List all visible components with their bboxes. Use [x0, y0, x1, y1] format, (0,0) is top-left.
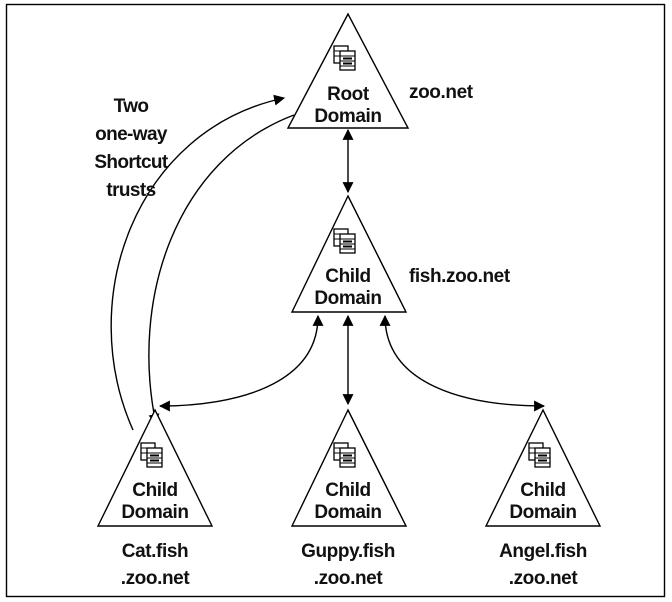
annotation-line: trusts: [106, 180, 155, 201]
node-fish-domain: Child Domain fish.zoo.net: [290, 194, 511, 313]
node-guppy-domain: Child Domain Guppy.fish .zoo.net: [290, 408, 408, 589]
domain-name: .zoo.net: [509, 568, 579, 589]
annotation-line: Shortcut: [94, 152, 169, 173]
node-label: Child: [132, 480, 178, 501]
annotation-shortcut-trusts: Two one-way Shortcut trusts: [94, 96, 169, 201]
domain-name: Cat.fish: [122, 541, 188, 562]
shortcut-trust-cat-to-root: [110, 94, 286, 431]
domain-name: zoo.net: [409, 82, 474, 103]
edge-fish-cat: [158, 314, 324, 412]
shortcut-trust-root-to-cat: [148, 114, 295, 426]
node-label: Root: [327, 84, 370, 105]
node-label: Child: [325, 480, 371, 501]
node-cat-domain: Child Domain Cat.fish .zoo.net: [96, 408, 214, 589]
node-label: Domain: [314, 106, 381, 127]
domain-name: fish.zoo.net: [409, 266, 511, 287]
domain-name: .zoo.net: [314, 568, 384, 589]
domain-name: Angel.fish: [499, 541, 587, 562]
frame-border: [5, 3, 666, 598]
node-label: Child: [520, 480, 566, 501]
node-label: Domain: [314, 288, 381, 309]
node-root-domain: Root Domain zoo.net: [286, 12, 474, 129]
edge-fish-angel: [379, 314, 546, 412]
node-label: Domain: [509, 502, 576, 523]
node-label: Domain: [314, 502, 381, 523]
node-angel-domain: Child Domain Angel.fish .zoo.net: [484, 408, 602, 589]
domain-name: Guppy.fish: [301, 541, 395, 562]
node-label: Child: [325, 266, 371, 287]
annotation-line: one-way: [95, 124, 168, 145]
node-label: Domain: [121, 502, 188, 523]
annotation-line: Two: [114, 96, 149, 117]
domain-name: .zoo.net: [121, 568, 191, 589]
